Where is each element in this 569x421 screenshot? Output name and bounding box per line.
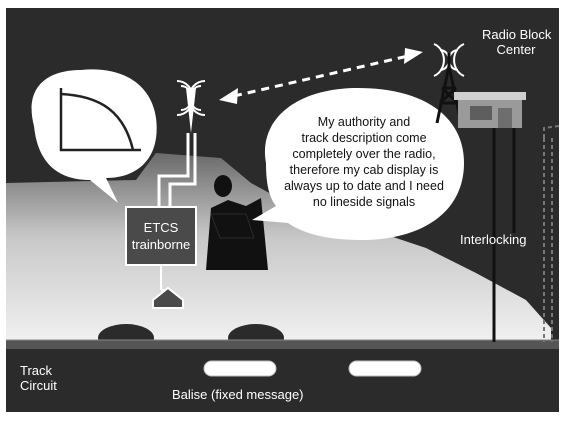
speech-bubble-line: track description come	[301, 131, 427, 145]
balise-antenna-icon	[152, 286, 184, 309]
removed-lineside-signal-outline	[543, 125, 559, 342]
radio-link-arrow	[219, 48, 423, 104]
radio-block-center-label-line2: Center	[496, 42, 536, 57]
braking-curve-icon	[59, 88, 141, 152]
speech-bubble	[252, 88, 464, 240]
etcs-trainborne-label: ETCS trainborne	[126, 219, 196, 253]
etcs-level2-diagram: Radio Block Center Interlocking Track Ci…	[6, 8, 559, 412]
interlocking-building-icon	[454, 92, 526, 128]
speech-bubble-text: My authority and track description come …	[259, 114, 469, 210]
antenna-wire	[168, 133, 197, 208]
etcs-trainborne-box	[125, 206, 197, 266]
diagram-canvas	[6, 43, 559, 377]
train-body	[6, 153, 551, 340]
train-driver-icon	[206, 175, 268, 270]
speech-bubble-line: completely over the radio,	[292, 147, 436, 161]
track-circuit-label-line1: Track	[20, 363, 53, 378]
speech-bubble-line: always up to date and I need	[284, 179, 444, 193]
cab-display-bubble	[31, 69, 157, 203]
radio-block-center-label-line1: Radio Block	[482, 27, 552, 42]
speech-bubble-line: no lineside signals	[312, 195, 416, 209]
balise-marker	[203, 360, 277, 377]
radio-block-center-label: Radio Block Center	[482, 27, 552, 57]
etcs-label-line2: trainborne	[131, 237, 191, 252]
etcs-label-line1: ETCS	[143, 220, 179, 235]
balise-label: Balise (fixed message)	[172, 387, 304, 402]
balise-marker	[348, 360, 422, 377]
interlocking-label: Interlocking	[460, 232, 527, 247]
track-circuit-label-line2: Circuit	[20, 378, 57, 393]
train-radio-antenna-icon	[176, 80, 206, 133]
speech-bubble-line: My authority and	[317, 115, 411, 129]
track-circuit-label: Track Circuit	[20, 363, 57, 393]
track-rail	[6, 340, 559, 349]
antenna-wire	[157, 133, 190, 208]
speech-bubble-line: therefore my cab display is	[289, 163, 439, 177]
